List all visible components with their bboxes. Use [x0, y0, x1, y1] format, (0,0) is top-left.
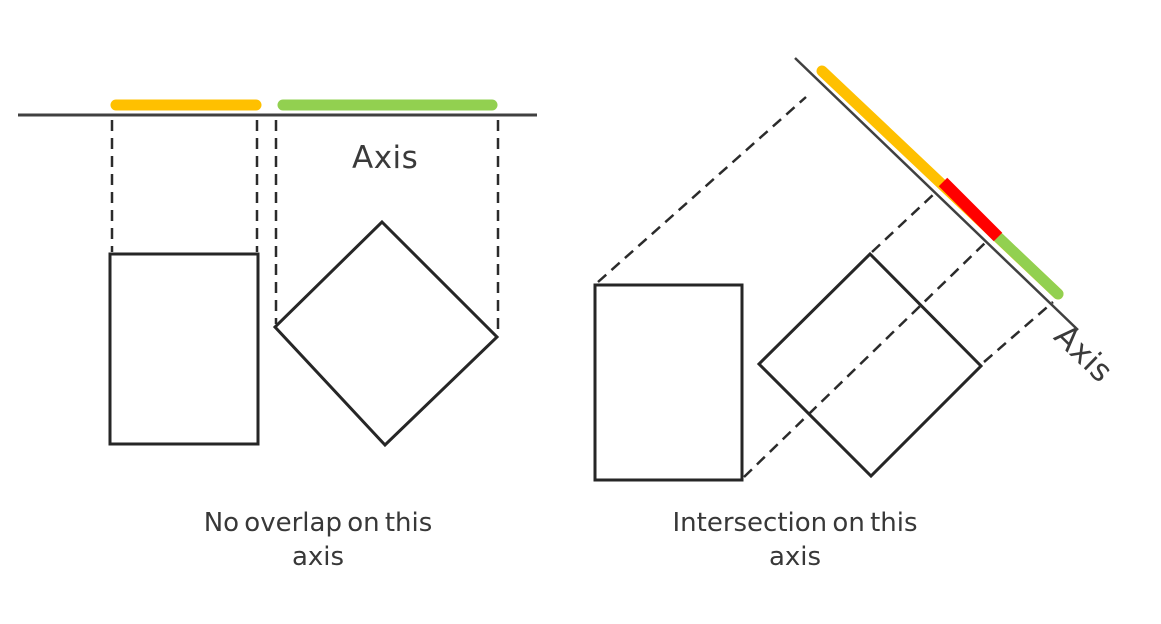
right-caption-line1: Intersection on this — [672, 508, 918, 538]
right-projection-dash-rect-max — [743, 240, 988, 478]
right-projection-bars — [816, 65, 1064, 300]
right-rotated-square — [756, 251, 984, 479]
right-projection-dash-rect-min — [597, 96, 807, 283]
right-projection-dash-square-min — [871, 192, 936, 253]
left-caption-line1: No overlap on this — [203, 508, 433, 538]
right-caption-line2: axis — [768, 542, 822, 572]
right-overlap-bar — [938, 177, 1003, 242]
right-axis-line — [794, 57, 1079, 331]
left-axis-label: Axis — [352, 140, 419, 176]
left-caption-line2: axis — [291, 542, 345, 572]
right-projection-dash-square-max — [983, 301, 1054, 363]
right-panel — [593, 57, 1079, 482]
right-rectangle — [593, 283, 744, 482]
left-panel — [18, 99, 537, 448]
left-rectangle — [108, 252, 260, 446]
left-rotated-square — [272, 219, 500, 448]
left-caption: No overlap on this axis — [148, 506, 488, 574]
right-square-projection-bar — [992, 231, 1064, 300]
right-caption: Intersection on this axis — [625, 506, 965, 574]
